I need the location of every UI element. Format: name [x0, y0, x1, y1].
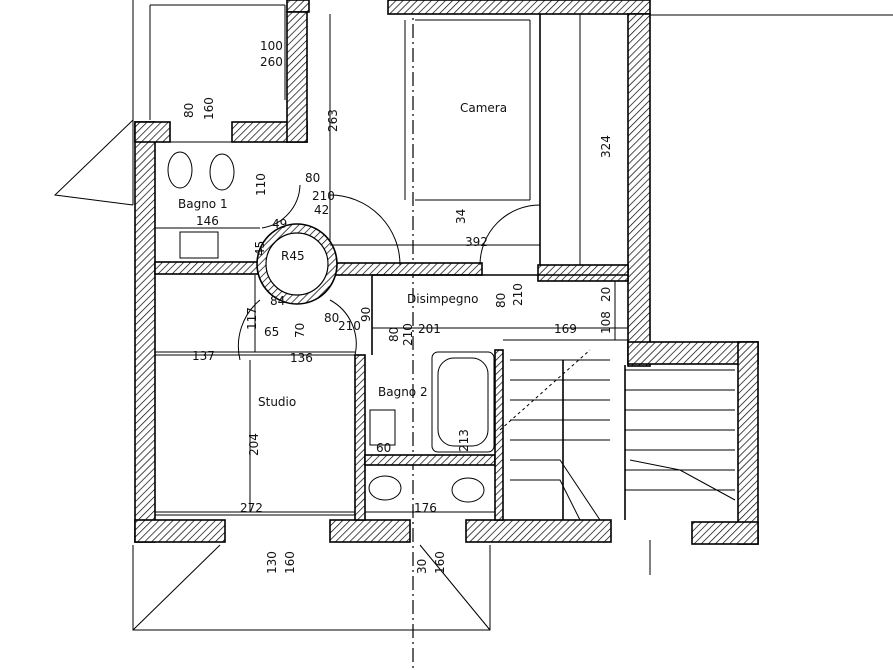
room-labels: Camera Bagno 1 Disimpegno Bagno 2 Studio — [178, 101, 507, 409]
dim-label: 90 — [359, 307, 373, 322]
dim-label: 137 — [192, 349, 215, 363]
dim-label: 117 — [245, 307, 259, 330]
axis-lines — [412, 0, 893, 670]
dim-label: 210 — [511, 283, 525, 306]
dim-label: 160 — [283, 551, 297, 574]
dim-label: R45 — [281, 249, 305, 263]
room-disimpegno: Disimpegno — [407, 292, 478, 306]
dim-label: 392 — [465, 235, 488, 249]
dim-label: 70 — [293, 323, 307, 338]
dim-label: 110 — [254, 173, 268, 196]
dim-label: 263 — [326, 109, 340, 132]
dim-label: 80 — [324, 311, 339, 325]
dim-label: 146 — [196, 214, 219, 228]
dim-label: 136 — [290, 351, 313, 365]
round-column — [256, 223, 338, 305]
dim-label: 204 — [247, 433, 261, 456]
dim-label: 80 — [182, 103, 196, 118]
dim-label: 100 — [260, 39, 283, 53]
dim-label: 210 — [401, 323, 415, 346]
dimension-lines — [155, 227, 628, 516]
dim-label: 160 — [433, 551, 447, 574]
bidet-fixture-2 — [451, 477, 485, 503]
dim-label: 80 — [387, 327, 401, 342]
dim-label: 210 — [338, 319, 361, 333]
room-bagno-1: Bagno 1 — [178, 197, 228, 211]
walls — [134, 0, 759, 545]
dim-label: 80 — [494, 293, 508, 308]
dim-label: 160 — [202, 97, 216, 120]
dim-label: 60 — [376, 441, 391, 455]
dim-label: 210 — [312, 189, 335, 203]
dim-label: 260 — [260, 55, 283, 69]
dim-label: 324 — [599, 135, 613, 158]
dimension-labels: 100 260 80 160 263 324 110 80 210 42 146… — [182, 39, 613, 574]
dim-label: 169 — [554, 322, 577, 336]
dim-label: 20 — [599, 287, 613, 302]
dim-label: 176 — [414, 501, 437, 515]
terraces — [53, 0, 491, 631]
room-studio: Studio — [258, 395, 296, 409]
dim-label: 80 — [305, 171, 320, 185]
dim-label: 49 — [272, 217, 287, 231]
toilet-fixture-2 — [368, 475, 402, 501]
dim-label: 45 — [253, 241, 267, 256]
dim-label: 108 — [599, 311, 613, 334]
toilet-fixture — [167, 151, 193, 189]
sink-fixture — [179, 231, 219, 259]
fixtures — [167, 151, 495, 503]
dim-label: 34 — [454, 209, 468, 224]
dim-label: 65 — [264, 325, 279, 339]
dim-label: 130 — [265, 551, 279, 574]
dim-label: 42 — [314, 203, 329, 217]
staircase — [499, 349, 736, 521]
room-camera: Camera — [460, 101, 507, 115]
dim-label: 272 — [240, 501, 263, 515]
room-bagno-2: Bagno 2 — [378, 385, 428, 399]
dim-label: 201 — [418, 322, 441, 336]
dim-label: 84 — [270, 294, 285, 308]
bathtub-fixture — [431, 351, 495, 453]
bidet-fixture — [209, 153, 235, 191]
sink-fixture-2 — [369, 409, 396, 446]
dim-label: 30 — [415, 559, 429, 574]
dim-label: 213 — [457, 429, 471, 452]
